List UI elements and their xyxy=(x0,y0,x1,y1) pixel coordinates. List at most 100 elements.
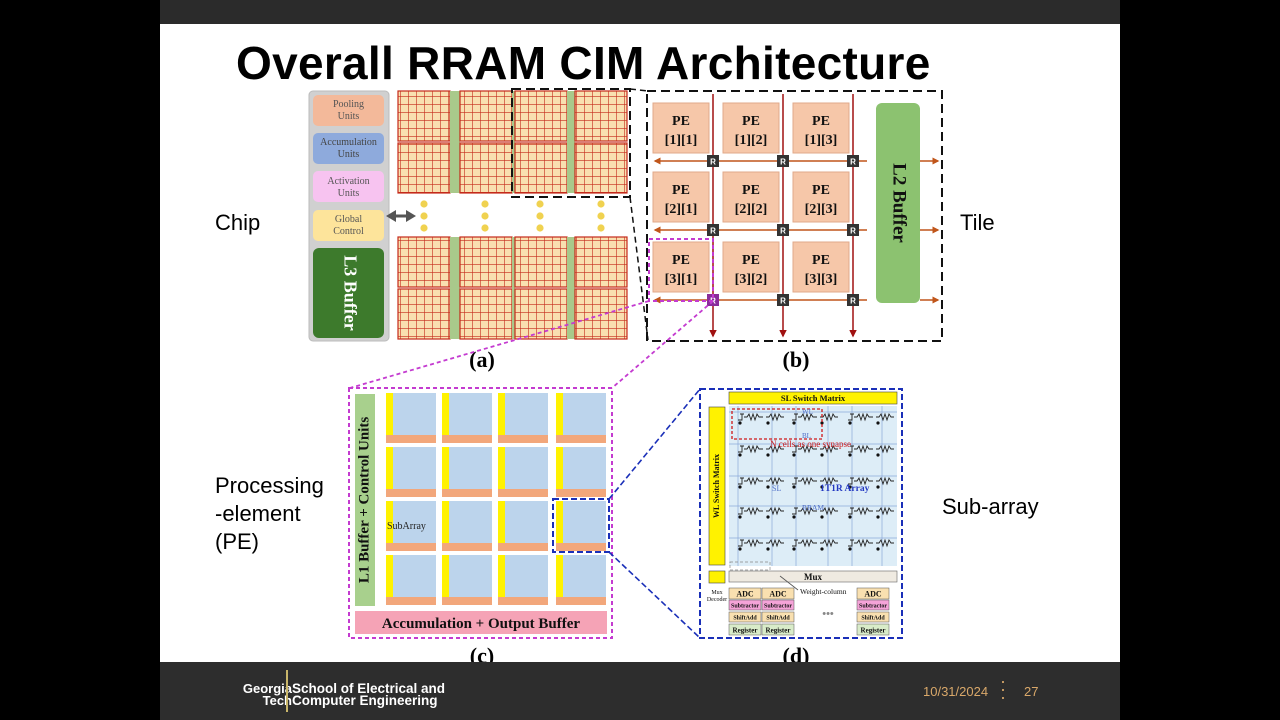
wl-switch-matrix: WL Switch Matrix xyxy=(708,406,726,566)
periphery-block xyxy=(856,611,890,623)
page-number: 27 xyxy=(1024,684,1039,699)
pe-subarray-cell xyxy=(386,393,436,443)
pe-subarrays xyxy=(386,393,606,605)
rram-node xyxy=(820,485,824,489)
pe-subarray-periphery xyxy=(386,489,436,497)
rram-cell xyxy=(876,444,894,454)
pe-subarray-periphery xyxy=(386,597,436,605)
rram-cell xyxy=(820,476,838,486)
pe-subarray-periphery xyxy=(386,435,436,443)
tile-frame xyxy=(646,90,943,342)
label-pe-line1: Processing xyxy=(215,473,324,498)
chip-l3-buffer-text: L3 Buffer xyxy=(340,255,360,331)
rram-node xyxy=(820,421,824,425)
tile-router-label: R xyxy=(850,297,856,306)
pe-subarray-periphery xyxy=(556,489,606,497)
rram-node xyxy=(848,515,852,519)
subarray-diagram: SL Switch Matrix WL Switch Matrix N cell… xyxy=(699,388,903,639)
weight-column-box xyxy=(729,561,771,571)
rram-node xyxy=(792,453,796,457)
rram-cell xyxy=(792,506,817,516)
chip-l3-buffer: L3 Buffer xyxy=(313,248,384,338)
pe-subarray-periphery xyxy=(442,597,492,605)
chip-tile-block xyxy=(459,90,513,142)
tile-pe xyxy=(722,171,780,223)
rram-node xyxy=(792,547,796,551)
periphery-block xyxy=(761,587,795,600)
chip-tile-block xyxy=(574,236,628,288)
chip-tile-gap xyxy=(567,91,575,193)
label-chip: Chip xyxy=(215,210,261,235)
tile-pe xyxy=(792,241,850,293)
tile-router xyxy=(777,224,789,236)
rram-node xyxy=(820,515,824,519)
periphery-label: ADC xyxy=(769,590,787,599)
rram-array xyxy=(729,406,897,571)
pe-subarray-cell xyxy=(442,447,492,497)
chip-dot xyxy=(536,224,544,232)
chip-zoom-line-bottom xyxy=(629,196,649,341)
school-line-2: Computer Engineering xyxy=(292,693,438,708)
tile-router xyxy=(707,224,719,236)
rram-cell xyxy=(766,538,784,548)
chip-tile-gap xyxy=(512,237,515,339)
rram-node xyxy=(876,453,880,457)
pe-subarray-cell xyxy=(386,555,436,605)
pe-subarray-wl-driver xyxy=(442,393,449,435)
school-name: School of Electrical and Computer Engine… xyxy=(292,682,445,708)
rram-cell xyxy=(792,444,817,454)
weight-column-label: Weight-column xyxy=(800,587,847,596)
tile-pe xyxy=(722,102,780,154)
chip-dot xyxy=(597,212,605,220)
periphery-label: ShiftAdd xyxy=(766,616,790,622)
pe-subarray-periphery xyxy=(442,489,492,497)
pe-subarray-wl-driver xyxy=(498,393,505,435)
pe-subarray-wl-driver xyxy=(556,501,563,543)
rram-cell xyxy=(766,444,784,454)
rram-node xyxy=(820,547,824,551)
rram-node xyxy=(766,453,770,457)
rram-cell xyxy=(876,538,894,548)
rram-node xyxy=(792,421,796,425)
rram-cell xyxy=(848,444,873,454)
pe-subarray-wl-driver xyxy=(556,447,563,489)
periphery-block xyxy=(728,611,762,623)
tile-pe xyxy=(792,102,850,154)
pe-subarray-label: SubArray xyxy=(387,521,426,532)
periphery-label: Register xyxy=(861,627,886,635)
caption-c: (c) xyxy=(470,643,494,662)
periphery-label: Subtractor xyxy=(731,604,759,610)
periphery-block xyxy=(856,587,890,600)
footer-separator: ··· xyxy=(1000,671,1006,707)
mux-decoder: Mux Decoder xyxy=(707,570,727,603)
pe-subarray-periphery xyxy=(442,543,492,551)
periphery-block xyxy=(856,623,890,636)
caption-d: (d) xyxy=(783,643,810,662)
rram-node xyxy=(738,515,742,519)
pe-subarray-periphery xyxy=(442,435,492,443)
subarray-zoom-line-top xyxy=(608,388,701,500)
pe-subarray-cell xyxy=(556,555,606,605)
rram-cell xyxy=(738,444,763,454)
chip-dot xyxy=(536,212,544,220)
chip-unit-activation-text: Activation xyxy=(327,176,369,187)
periphery-block xyxy=(728,587,762,600)
rram-cell xyxy=(766,476,784,486)
periphery-label: ADC xyxy=(864,590,882,599)
pe-subarray-cell xyxy=(498,501,548,551)
tile-pe-index: [2][1] xyxy=(665,202,698,217)
pe-subarray-cell xyxy=(386,501,436,551)
periphery-label: ShiftAdd xyxy=(861,616,885,622)
chip-tile-block xyxy=(514,236,568,288)
rram-cell xyxy=(792,476,817,486)
periphery-label: Subtractor xyxy=(859,604,887,610)
tile-pe-name: PE xyxy=(672,183,690,198)
rram-cell xyxy=(848,538,873,548)
rram-node xyxy=(876,515,880,519)
pe-subarray-wl-driver xyxy=(556,555,563,597)
pe-subarray-cell xyxy=(442,555,492,605)
rram-node xyxy=(766,421,770,425)
rram-cell xyxy=(820,506,838,516)
tile-pe-index: [1][3] xyxy=(805,133,838,148)
chip-tile-block xyxy=(574,288,628,340)
